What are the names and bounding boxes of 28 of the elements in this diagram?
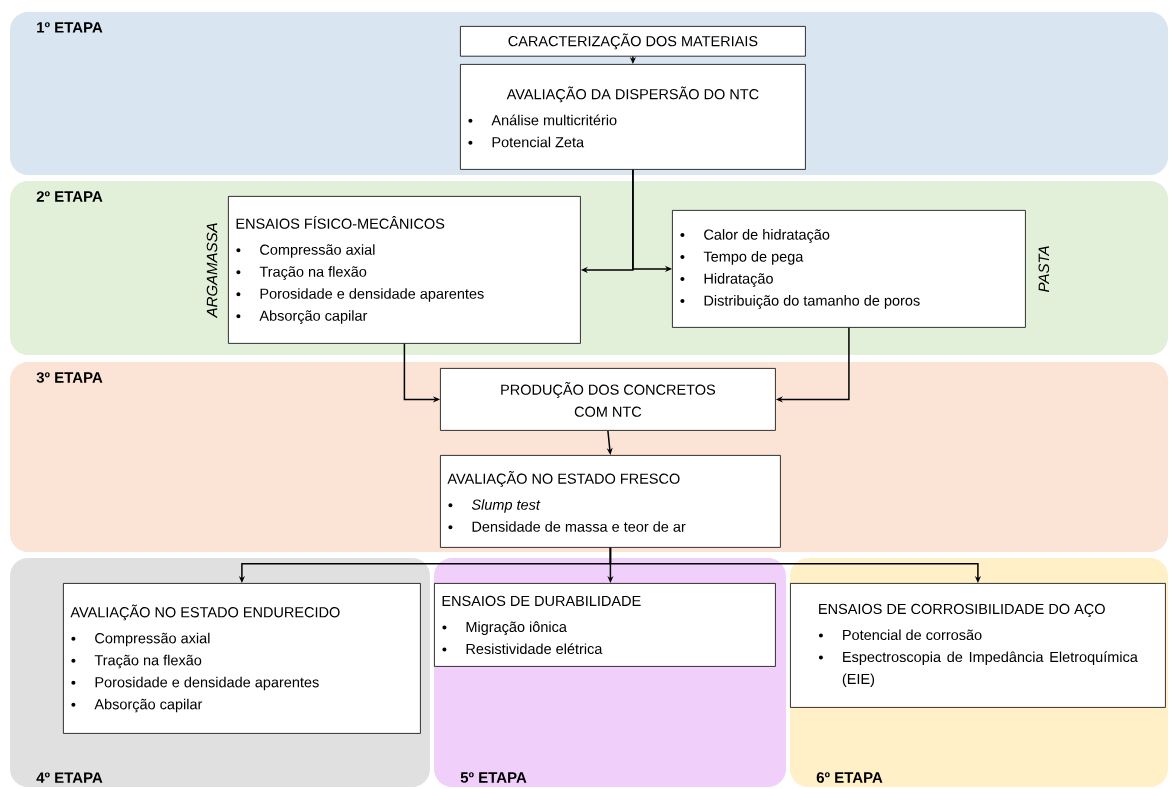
node-label: ENSAIOS FÍSICO-MECÂNICOS xyxy=(236,216,445,229)
node-label: Compressão axial xyxy=(260,244,375,258)
arrow xyxy=(609,547,981,583)
side-label: ARGAMASSA xyxy=(206,223,218,319)
stage-heading: 1º ETAPA xyxy=(37,22,103,33)
stage-heading: 5º ETAPA xyxy=(460,772,527,783)
node-label: Tração na flexão xyxy=(259,266,367,280)
arrow xyxy=(632,169,672,272)
process-box: Calor de hidratação Tempo de pega Hidratação Distribuição do tamanho de poros xyxy=(672,210,1026,328)
process-box: AVALIAÇÃO NO ESTADO ENDURECIDO Compressão axial Tração na flexão Porosidade e densidade aparentes Absorção capilar xyxy=(63,583,421,734)
process-box: ENSAIOS DE DURABILIDADE Migração iônica Resistividade elétrica xyxy=(434,583,776,667)
node-label: Hidratação xyxy=(704,273,773,287)
process-box: AVALIAÇÃO DA DISPERSÃO DO NTC Análise multicritério Potencial Zeta xyxy=(460,64,806,170)
node-label: Porosidade e densidade aparentes xyxy=(260,288,484,302)
node-label: Absorção capilar xyxy=(259,310,368,324)
stage-heading: 3º ETAPA xyxy=(36,372,103,383)
process-box: ENSAIOS FÍSICO-MECÂNICOS Compressão axial Tração na flexão Porosidade e densidade aparentes Absorção capilar xyxy=(228,196,581,344)
stage-heading: 4º ETAPA xyxy=(36,772,103,783)
process-box: CARACTERIZAÇÃO DOS MATERIAIS xyxy=(460,26,806,57)
node-label: Calor de hidratação xyxy=(704,229,830,243)
side-label: PASTA xyxy=(1038,246,1050,292)
node-label: Distribuição do tamanho de poros xyxy=(704,295,920,309)
process-box: PRODUÇÃO DOS CONCRETOS COM NTC xyxy=(440,368,776,431)
process-box: ENSAIOS DE CORROSIBILIDADE DO AÇO Potencial de corrosão Espectroscopia de Impedância Eletroquímica (EIE) xyxy=(790,583,1166,708)
node-label: Tempo de pega xyxy=(703,251,804,265)
stage-heading: 2º ETAPA xyxy=(36,191,103,202)
process-box: AVALIAÇÃO NO ESTADO FRESCO Slump test Densidade de massa e teor de ar xyxy=(440,455,781,548)
stage-heading: 6º ETAPA xyxy=(816,772,883,783)
